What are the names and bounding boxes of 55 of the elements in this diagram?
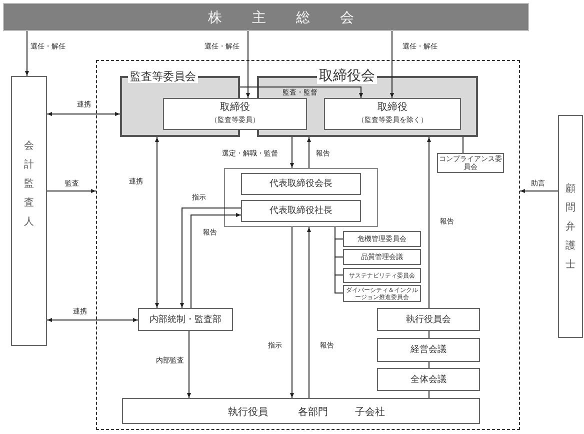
box-label: 代表取締役社長 <box>268 206 334 216</box>
arrow <box>46 318 138 322</box>
arrow <box>427 136 431 308</box>
arrow <box>180 208 242 308</box>
process-box <box>377 308 480 331</box>
arrow <box>46 112 120 116</box>
process-box <box>343 268 421 283</box>
connector-line <box>428 390 430 398</box>
process-box <box>138 308 233 331</box>
panel-title: 取締役会 <box>317 69 377 84</box>
arrow <box>390 30 394 98</box>
unit-label: 執行役員 <box>228 406 268 419</box>
process-box <box>343 249 421 265</box>
box-label: 執行役員会 <box>405 314 452 324</box>
box-title: 取締役 <box>219 102 251 114</box>
director-box <box>163 98 307 130</box>
unit-label: 子会社 <box>355 406 385 419</box>
process-box <box>377 368 480 391</box>
connector-line <box>428 330 430 338</box>
panel-title: 監査等委員会 <box>128 71 198 83</box>
arrow <box>25 30 29 76</box>
process-box <box>343 231 421 247</box>
connector-line <box>334 226 344 294</box>
box-label: 経営会議 <box>410 345 448 355</box>
director-box <box>324 98 461 130</box>
arrow <box>307 226 311 398</box>
executive-group-box <box>224 168 378 227</box>
box-label: 全体会議 <box>410 374 448 384</box>
process-box <box>377 338 480 362</box>
arrow <box>46 189 96 193</box>
arrow <box>290 136 294 168</box>
box-label: 代表取締役会長 <box>268 179 334 189</box>
counsel-box <box>558 115 583 338</box>
arrow <box>240 86 363 98</box>
unit-label: 各部門 <box>298 406 328 419</box>
box-title: 取締役 <box>376 102 408 114</box>
arrow <box>520 189 558 193</box>
auditor-box <box>11 76 47 346</box>
arrow <box>190 213 242 308</box>
vertical-label: 会計監査人 <box>24 140 34 230</box>
connector-line <box>428 362 430 368</box>
arrow <box>155 136 159 308</box>
process-box <box>241 173 361 195</box>
dashed-boundary-box <box>96 60 520 430</box>
arrow <box>307 136 311 168</box>
organization-box <box>122 398 480 424</box>
connector-line <box>462 136 464 154</box>
arrow <box>246 30 250 98</box>
process-box <box>241 200 361 222</box>
title-text: 株主総会 <box>207 9 385 27</box>
title-band <box>3 3 529 31</box>
arrow <box>290 226 294 398</box>
box-label: 内部統制・監査部 <box>148 314 222 324</box>
vertical-label: 顧問弁護士 <box>566 182 576 272</box>
arrow <box>187 330 191 398</box>
